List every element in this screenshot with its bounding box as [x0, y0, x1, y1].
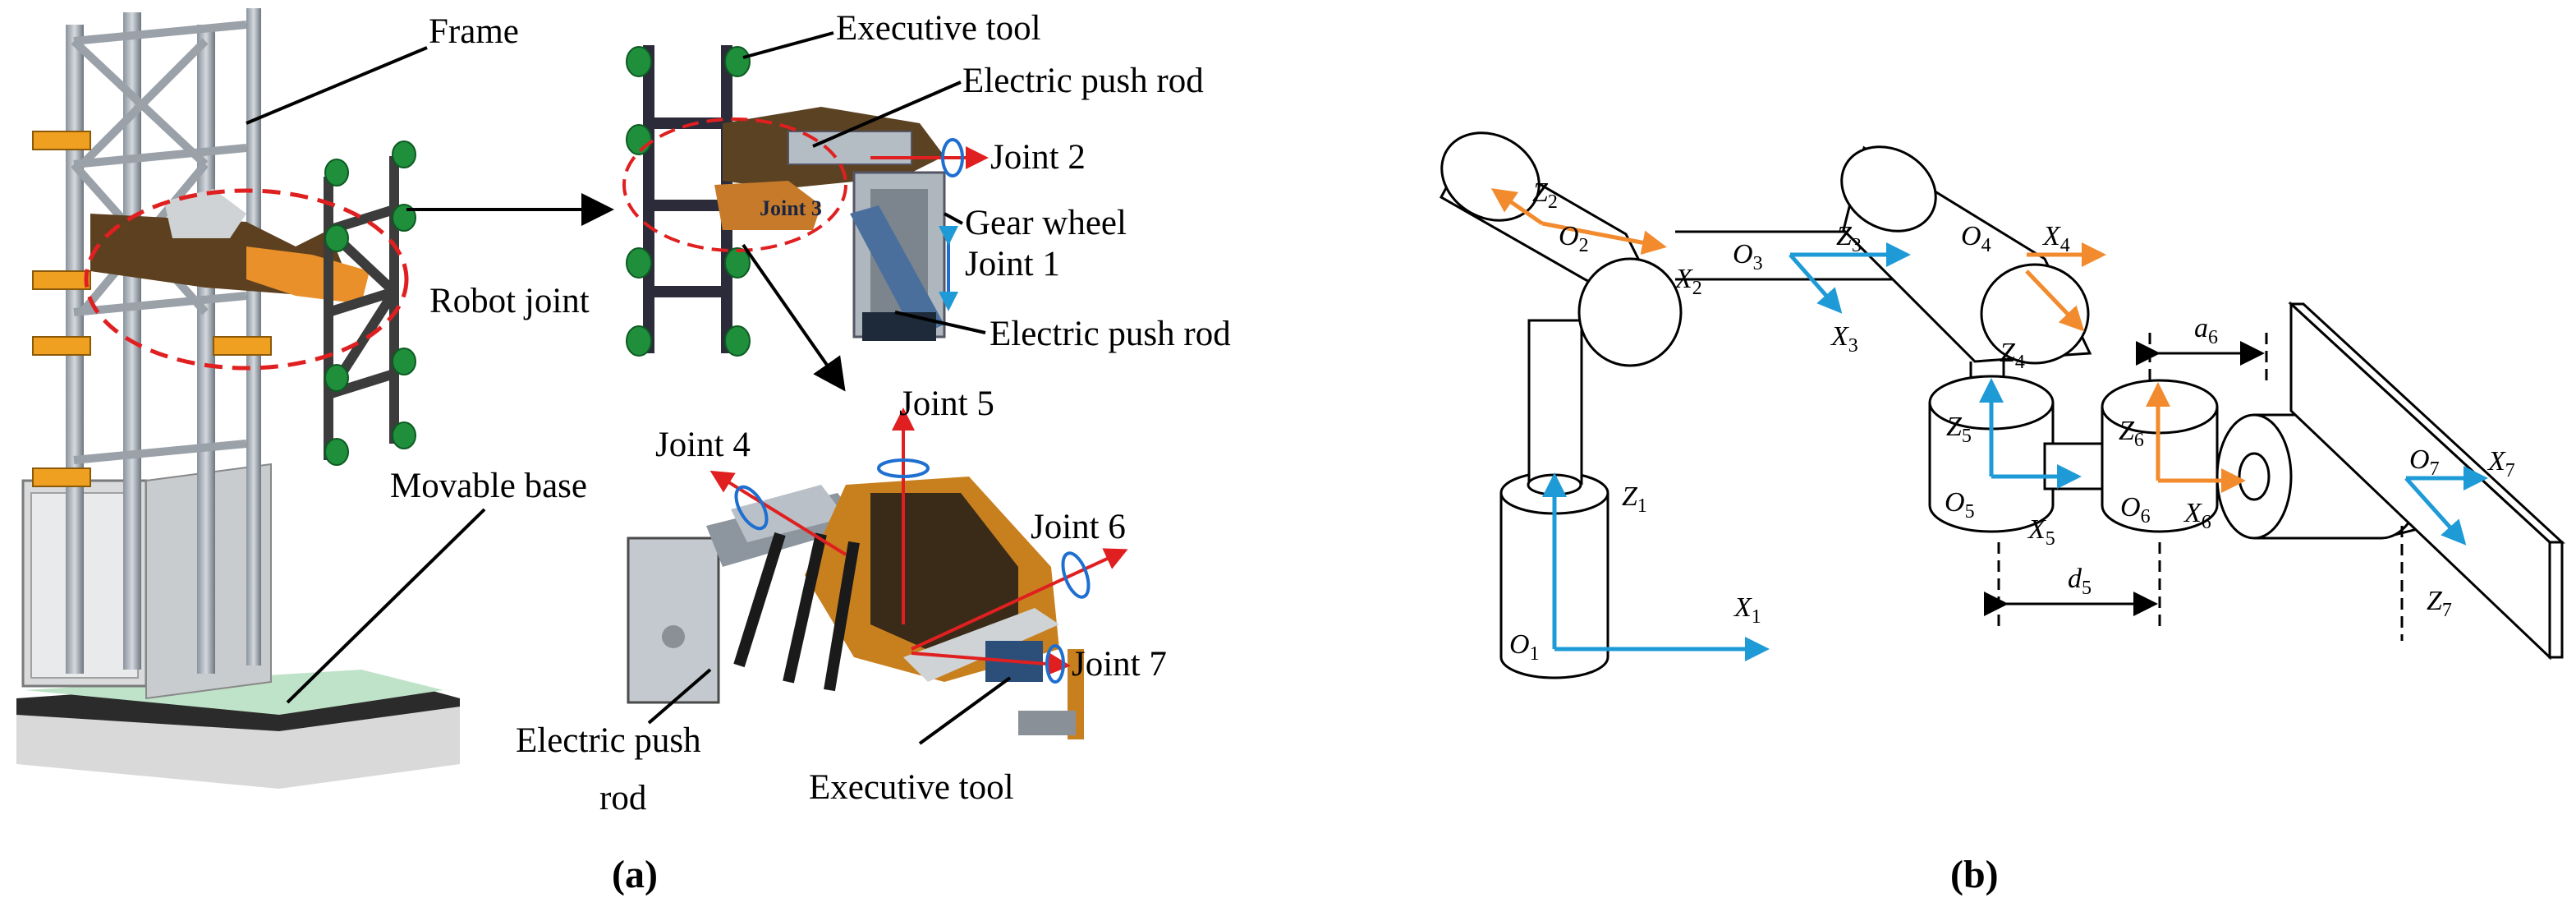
movable-base-label: Movable base: [390, 467, 587, 505]
frame-label: Frame: [429, 12, 519, 51]
z3-label: Z3: [1836, 221, 1862, 256]
o4-label: O4: [1961, 221, 1991, 256]
x5-label: X5: [2027, 514, 2055, 550]
panel-a: Frame Executive tool Electric push rod J…: [16, 8, 1231, 896]
z6-label: Z6: [2119, 416, 2144, 451]
joint-7-label: Joint 7: [1072, 645, 1167, 684]
joint-5-label: Joint 5: [899, 385, 994, 423]
z2-label: Z2: [1532, 177, 1558, 213]
end-effector-plate: [2288, 301, 2565, 661]
z1-label: Z1: [1622, 481, 1647, 517]
o5-label: O5: [1945, 487, 1975, 523]
o2-label: O2: [1559, 221, 1589, 256]
joint-6-label: Joint 6: [1031, 508, 1126, 546]
electric-push-rod-bottom-label-line-1: Electric push: [516, 721, 701, 760]
o7-label: O7: [2409, 444, 2440, 480]
x4-label: X4: [2041, 221, 2070, 256]
electric-push-rod-bottom-leader: [647, 668, 712, 725]
z7-label: Z7: [2427, 586, 2452, 621]
electric-push-rod-mid-leader: [894, 311, 986, 334]
robot-joint-label: Robot joint: [429, 282, 590, 320]
x3-label: X3: [1830, 321, 1858, 357]
frame-leader: [246, 46, 428, 125]
x1-label: X1: [1733, 592, 1761, 628]
x3-axis: [1789, 253, 1843, 314]
electric-push-rod-top-label: Electric push rod: [962, 62, 1204, 100]
z2-axis: [1490, 188, 1544, 226]
executive-tool-bottom-label: Executive tool: [809, 768, 1014, 807]
detail-to-wrist-arrow: [742, 243, 846, 392]
z5-label: Z5: [1946, 412, 1972, 447]
electric-push-rod-bottom-label-line-2: rod: [599, 779, 646, 817]
joint-7-arrow: [911, 652, 1071, 676]
movable-base-leader: [286, 508, 486, 704]
z4-axis: [2025, 269, 2085, 332]
joint-6-rotation-icon: [1061, 551, 1091, 599]
executive-tool-bottom-leader: [918, 676, 1012, 745]
joint-7-rotation-icon: [1045, 644, 1065, 684]
joint-4-rotation-icon: [734, 485, 769, 531]
z7-axis: [2404, 477, 2467, 546]
joint-4-arrow: [709, 470, 847, 556]
joint-1-label: Joint 1: [965, 245, 1060, 283]
x6-label: X6: [2183, 498, 2211, 533]
coordinate-axes: [1490, 188, 2488, 661]
link-4: [1840, 145, 2092, 394]
panel-a-caption: (a): [612, 853, 658, 896]
panel-b-labels: O1 Z1 X1 Z2 O2 X2 O3 Z3 X3 O4 X4 Z4 Z5 O…: [1509, 177, 2515, 896]
joint-3-highlight: [622, 117, 847, 252]
joint-6-arrow: [911, 548, 1128, 651]
executive-tool-top-leader: [742, 31, 834, 59]
x2-label: X2: [1674, 264, 1702, 299]
o3-label: O3: [1733, 239, 1763, 274]
o1-label: O1: [1509, 629, 1540, 665]
joint-3-label: Joint 3: [760, 196, 822, 220]
electric-push-rod-top-leader: [812, 81, 962, 148]
electric-push-rod-mid-label: Electric push rod: [990, 315, 1231, 353]
panel-b: [1439, 131, 2565, 679]
o6-label: O6: [2120, 492, 2151, 527]
d5-label: d5: [2068, 564, 2092, 599]
joint-2-rotation-icon: [941, 138, 964, 177]
a6-label: a6: [2194, 313, 2218, 348]
x7-label: X7: [2486, 446, 2515, 481]
robot-joint-highlight: [84, 188, 409, 371]
z4-label: Z4: [2000, 338, 2025, 373]
robot-tower-illustration: [16, 8, 460, 789]
joint-2-label: Joint 2: [990, 138, 1086, 177]
x2-axis: [1541, 221, 1667, 256]
gear-wheel-label: Gear wheel: [965, 204, 1127, 242]
panel-b-caption: (b): [1950, 853, 1999, 896]
dimension-marks: [1984, 333, 2404, 641]
executive-tool-top-label: Executive tool: [836, 9, 1041, 48]
joint-4-label: Joint 4: [655, 426, 751, 464]
wrist-detail-illustration: [627, 477, 1084, 739]
gear-wheel-leader: [944, 212, 963, 225]
joint-5-rotation-icon: [877, 458, 930, 478]
